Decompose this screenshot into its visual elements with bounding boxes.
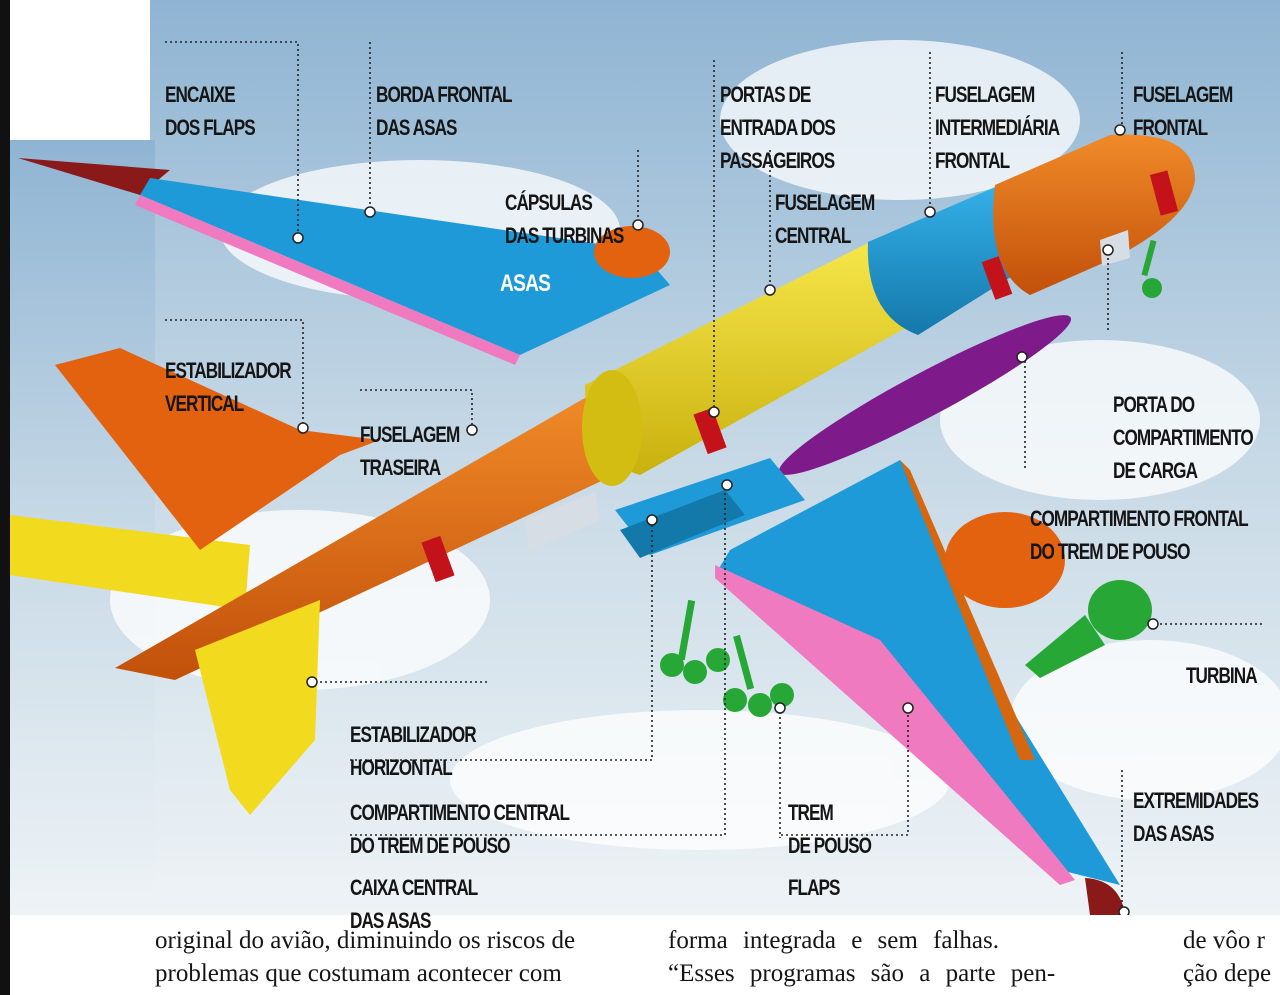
upper-wing (140, 178, 670, 355)
upper-wing-flap (135, 195, 520, 365)
mid-front-door (981, 256, 1013, 300)
leader-dots (292, 124, 1159, 915)
center-door (693, 407, 727, 455)
article-column-1: original do avião, diminuindo os riscos … (155, 927, 576, 987)
turbine (1025, 580, 1152, 678)
aircraft-diagram (10, 0, 1280, 915)
label-flaps: FLAPS (788, 875, 841, 900)
front-fuselage (993, 134, 1195, 295)
center-fuselage (585, 242, 922, 475)
main-landing-gear (660, 599, 794, 717)
rear-fuselage-window-panel (525, 492, 600, 550)
cargo-door-panel (1100, 230, 1130, 266)
center-fuselage-ring (582, 370, 642, 486)
front-landing-gear (1141, 239, 1162, 298)
label-asas: ASAS (500, 270, 551, 297)
front-door (1149, 170, 1179, 216)
lower-wing (715, 460, 1120, 885)
leader-lines (165, 41, 1265, 912)
label-turbina: TURBINA (1186, 663, 1258, 688)
front-gear-compartment (778, 315, 1072, 475)
lower-wing-leading-edge (900, 460, 1035, 760)
horizontal-stabilizer-right (195, 600, 320, 815)
rear-fuselage (115, 395, 629, 680)
rear-door (421, 535, 455, 583)
mid-front-fuselage (867, 185, 1032, 335)
left-border (0, 0, 10, 995)
article-column-2: forma integrada e sem falhas.“Esses prog… (668, 927, 1056, 987)
upper-engine-nacelle (594, 226, 670, 278)
upper-wing-tip (18, 158, 170, 195)
lower-engine-nacelle (945, 512, 1065, 608)
lower-wing-flap (715, 565, 1075, 885)
vertical-stabilizer (55, 348, 380, 550)
horizontal-stabilizer-left (10, 515, 250, 610)
lower-wing-tip (1085, 878, 1125, 915)
